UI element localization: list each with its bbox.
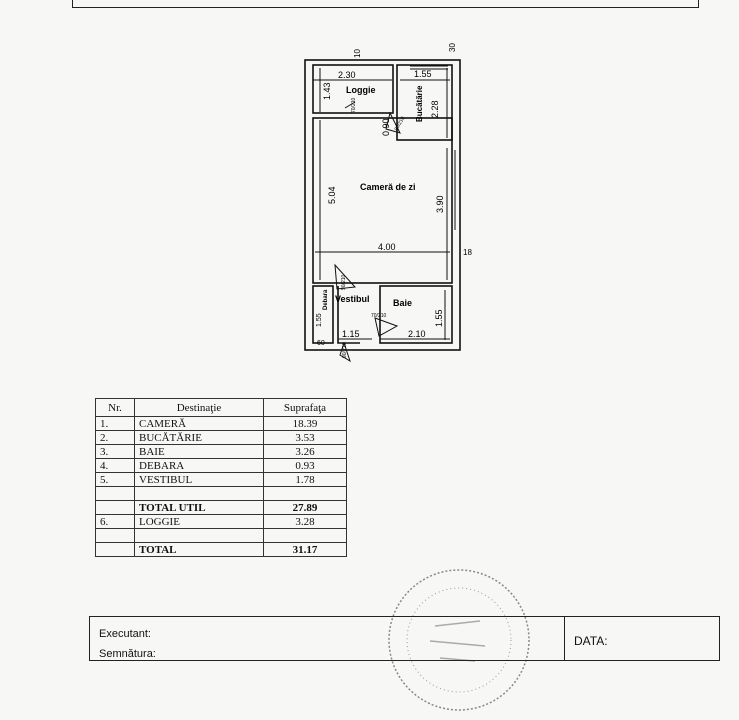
dim-1-55-bath: 1.55 (434, 309, 444, 327)
door-loggia-label: 70/210 (351, 97, 357, 113)
door-living-label: 90/210 (341, 274, 347, 290)
table-row: 3. BAIE 3.26 (95, 444, 347, 459)
table-header-row: Nr. Destinaţie Suprafaţa (95, 398, 347, 417)
dim-5-04: 5.04 (327, 186, 337, 204)
header-destinatie: Destinaţie (134, 398, 264, 417)
row-nr: 4. (95, 458, 135, 473)
row-name: VESTIBUL (134, 472, 264, 487)
dim-2-10: 2.10 (408, 329, 426, 339)
total-util-label: TOTAL UTIL (134, 500, 264, 515)
stamp-seal (388, 569, 530, 711)
kitchen-inner (396, 64, 453, 141)
room-vestibul: Vestibul (335, 294, 370, 304)
table-row: 5. VESTIBUL 1.78 (95, 472, 347, 487)
area-table: Nr. Destinaţie Suprafaţa 1. CAMERĂ 18.39… (95, 398, 347, 557)
footer-divider (564, 617, 565, 660)
room-debara: Debara (323, 289, 329, 310)
header-nr: Nr. (95, 398, 135, 417)
total-value: 31.17 (263, 542, 347, 557)
room-loggie: Loggie (346, 85, 376, 95)
loggie-inner (312, 64, 394, 114)
living-inner (312, 117, 453, 284)
semnatura-label: Semnătura: (99, 648, 156, 660)
row-value: 18.39 (263, 416, 347, 431)
outer-wall (304, 59, 461, 351)
table-row: 2. BUCĂTĂRIE 3.53 (95, 430, 347, 445)
door-bath-label: 70/210 (371, 313, 387, 319)
dim-1-55-deb: 1.55 (316, 313, 323, 327)
dim-2-28: 2.28 (430, 100, 440, 118)
row-nr: 3. (95, 444, 135, 459)
wall-30: 30 (448, 43, 457, 52)
dim-0-90: 0.90 (381, 118, 391, 136)
table-row-total: TOTAL 31.17 (95, 542, 347, 557)
row-value: 1.78 (263, 472, 347, 487)
table-row: 1. CAMERĂ 18.39 (95, 416, 347, 431)
floor-plan: Loggie Bucătărie Cameră de zi Vestibul B… (304, 43, 472, 363)
total-label: TOTAL (134, 542, 264, 557)
executant-label: Executant: (99, 628, 151, 640)
row-name: CAMERĂ (134, 416, 264, 431)
dim-1-55-top: 1.55 (414, 69, 432, 79)
debara-inner (312, 285, 334, 344)
table-row: 6. LOGGIE 3.28 (95, 514, 347, 529)
dim-1-43: 1.43 (322, 82, 332, 100)
row-value: 3.28 (263, 514, 347, 529)
dim-3-90: 3.90 (435, 195, 445, 213)
header-suprafata: Suprafaţa (263, 398, 347, 417)
room-camera-de-zi: Cameră de zi (360, 182, 416, 192)
bath-inner (379, 285, 453, 344)
row-nr: 2. (95, 430, 135, 445)
table-row-total-util: TOTAL UTIL 27.89 (95, 500, 347, 515)
row-value: 3.53 (263, 430, 347, 445)
table-row-empty (95, 486, 347, 501)
row-value: 3.26 (263, 444, 347, 459)
footer-box: Executant: Semnătura: DATA: (89, 616, 720, 661)
room-baie: Baie (393, 298, 412, 308)
table-row-empty (95, 528, 347, 543)
wall-10: 10 (353, 49, 362, 58)
row-nr: 6. (95, 514, 135, 529)
dim-4-00: 4.00 (378, 242, 396, 252)
row-nr: 1. (95, 416, 135, 431)
row-name: DEBARA (134, 458, 264, 473)
total-util-value: 27.89 (263, 500, 347, 515)
header-frame (72, 0, 699, 8)
row-name: BUCĂTĂRIE (134, 430, 264, 445)
dim-2-30: 2.30 (338, 70, 356, 80)
data-label: DATA: (574, 634, 608, 648)
row-name: BAIE (134, 444, 264, 459)
row-nr: 5. (95, 472, 135, 487)
dim-1-15: 1.15 (342, 329, 360, 339)
dim-60: 60 (317, 340, 325, 347)
wall-18: 18 (463, 248, 472, 257)
room-bucatarie: Bucătărie (415, 85, 424, 122)
row-name: LOGGIE (134, 514, 264, 529)
door-entry-label: 90/210 (342, 342, 348, 358)
table-row: 4. DEBARA 0.93 (95, 458, 347, 473)
row-value: 0.93 (263, 458, 347, 473)
